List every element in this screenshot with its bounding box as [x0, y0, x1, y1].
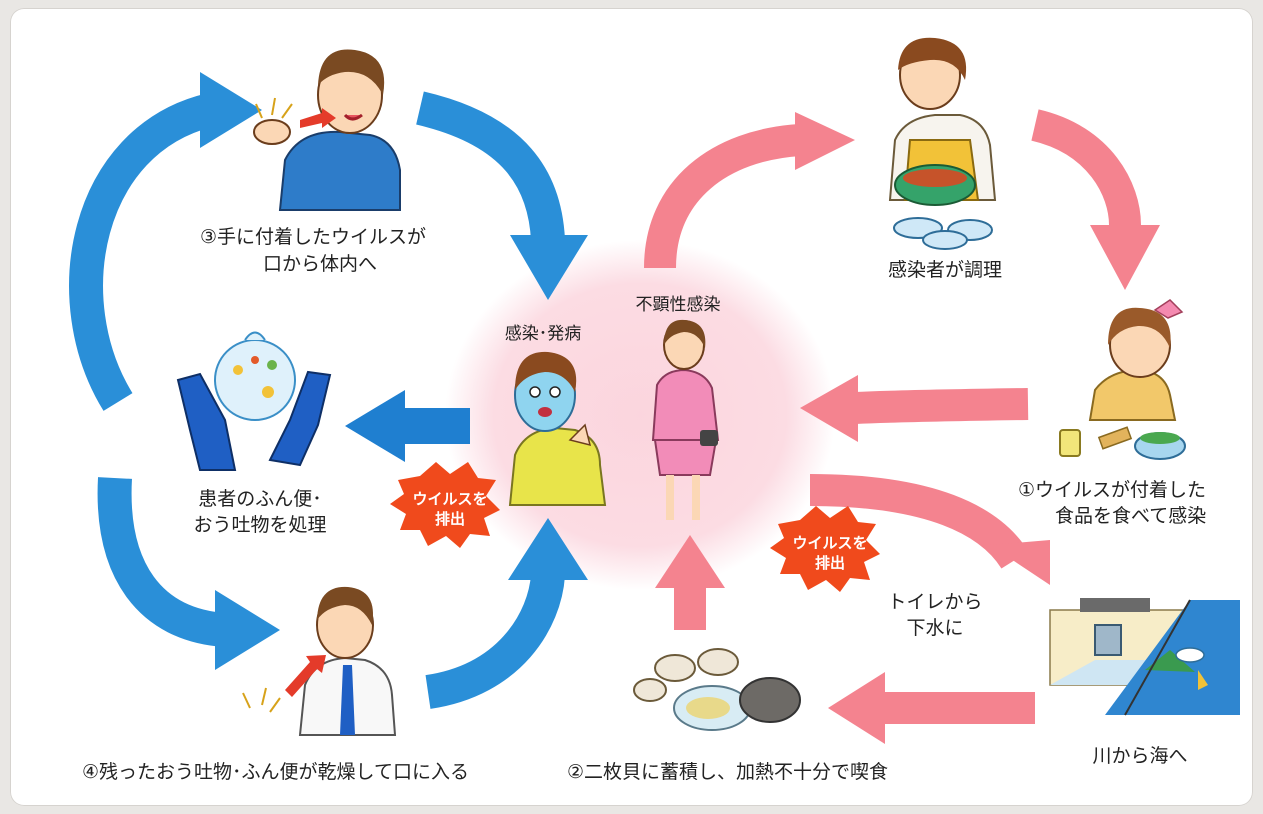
label-river: 川から海へ: [1092, 745, 1188, 767]
pink-arrow-center-to-cook: [644, 124, 802, 269]
person-asymptomatic: [651, 319, 720, 520]
pink-arrows: [644, 109, 1141, 724]
gloves-and-bag: [176, 331, 332, 471]
label-dried: ④残ったおう吐物･ふん便が乾燥して口に入る: [82, 761, 469, 783]
label-cook: 感染者が調理: [887, 259, 1002, 281]
blue-head-3: [215, 590, 280, 670]
label-hand-to-mouth-line1: ③手に付着したウイルスが: [200, 226, 427, 248]
person-sick: [508, 351, 607, 506]
blue-head-4: [508, 518, 588, 580]
pink-head-6: [655, 535, 725, 588]
pink-head-2: [1090, 225, 1160, 290]
blue-arrowheads: [200, 72, 588, 670]
blue-head-1: [200, 72, 262, 148]
label-infection: 感染･発病: [504, 324, 582, 344]
pink-head-3: [800, 375, 858, 442]
blue-arrow-bottom-to-center: [425, 573, 565, 709]
pink-head-4: [990, 540, 1050, 585]
label-food-line2: 食品を食べて感染: [1055, 505, 1207, 527]
label-shellfish: ②二枚貝に蓄積し、加熱不十分で喫食: [567, 761, 889, 783]
pink-head-5: [828, 672, 885, 744]
person-dried-vomit: [242, 586, 397, 736]
burst-right-line1: ウイルスを: [792, 534, 868, 552]
shellfish: [633, 648, 801, 731]
burst-left: [390, 462, 500, 548]
burst-right-line2: 排出: [814, 554, 845, 572]
label-toilet-line1: トイレから: [887, 591, 983, 613]
label-toilet-line2: 下水に: [906, 617, 964, 639]
blue-arrow-top-to-center: [415, 91, 565, 242]
burst-left-line1: ウイルスを: [412, 490, 488, 508]
label-food-line1: ①ウイルスが付着した: [1018, 479, 1207, 501]
blue-arrows: [69, 91, 565, 709]
pink-arrowheads: [655, 112, 1160, 744]
blue-arrow-left-up: [69, 93, 215, 411]
label-handle-line2: おう吐物を処理: [193, 514, 327, 536]
person-eating-girl: [1059, 299, 1186, 460]
pink-arrow-cook-to-eater: [1030, 109, 1141, 226]
person-cook: [888, 37, 997, 250]
blue-arrow-left-down: [97, 477, 227, 647]
label-asymptomatic: 不顕性感染: [635, 295, 721, 315]
label-hand-to-mouth-line2: 口から体内へ: [262, 253, 377, 275]
pink-head-1: [795, 112, 855, 170]
pink-arrow-eater-to-center: [854, 388, 1029, 424]
person-hand-to-mouth: [253, 49, 401, 211]
blue-head-2: [510, 235, 588, 300]
burst-right: [770, 506, 880, 592]
blue-head-5: [345, 390, 405, 462]
burst-left-line2: 排出: [434, 510, 465, 528]
river-to-sea: [1049, 598, 1240, 716]
label-handle-line1: 患者のふん便･: [198, 488, 322, 510]
